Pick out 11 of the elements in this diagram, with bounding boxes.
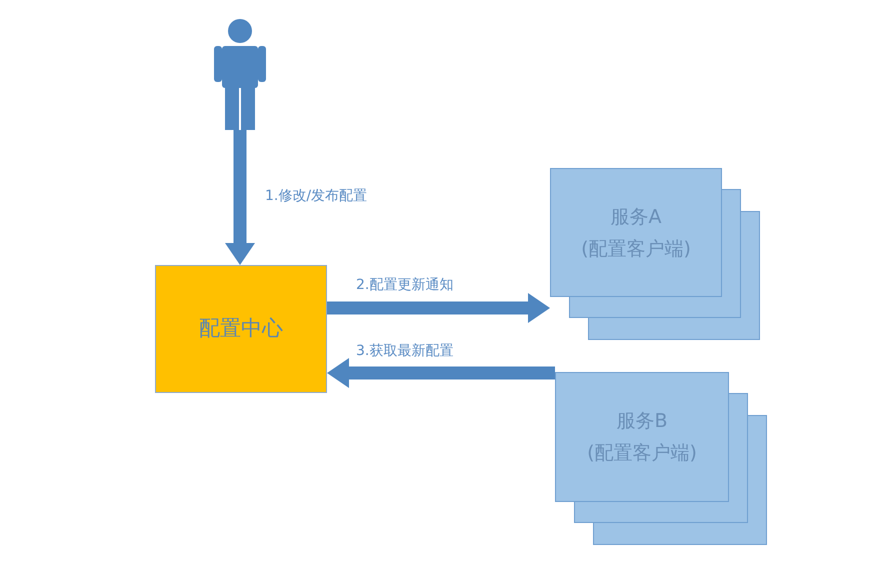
block-arrow: [327, 358, 555, 388]
block-arrow: [327, 293, 550, 323]
block-arrow: [225, 130, 255, 265]
stacked-service-cards: [555, 372, 767, 545]
config-center-box: [155, 265, 327, 393]
stacked-service-cards: [550, 168, 760, 340]
edge-label: 1.修改/发布配置: [265, 187, 368, 206]
edge-label: 2.配置更新通知: [356, 276, 454, 295]
box-title: 配置中心: [199, 315, 283, 342]
edge-label: 3.获取最新配置: [356, 342, 454, 361]
person-icon: [212, 18, 268, 130]
